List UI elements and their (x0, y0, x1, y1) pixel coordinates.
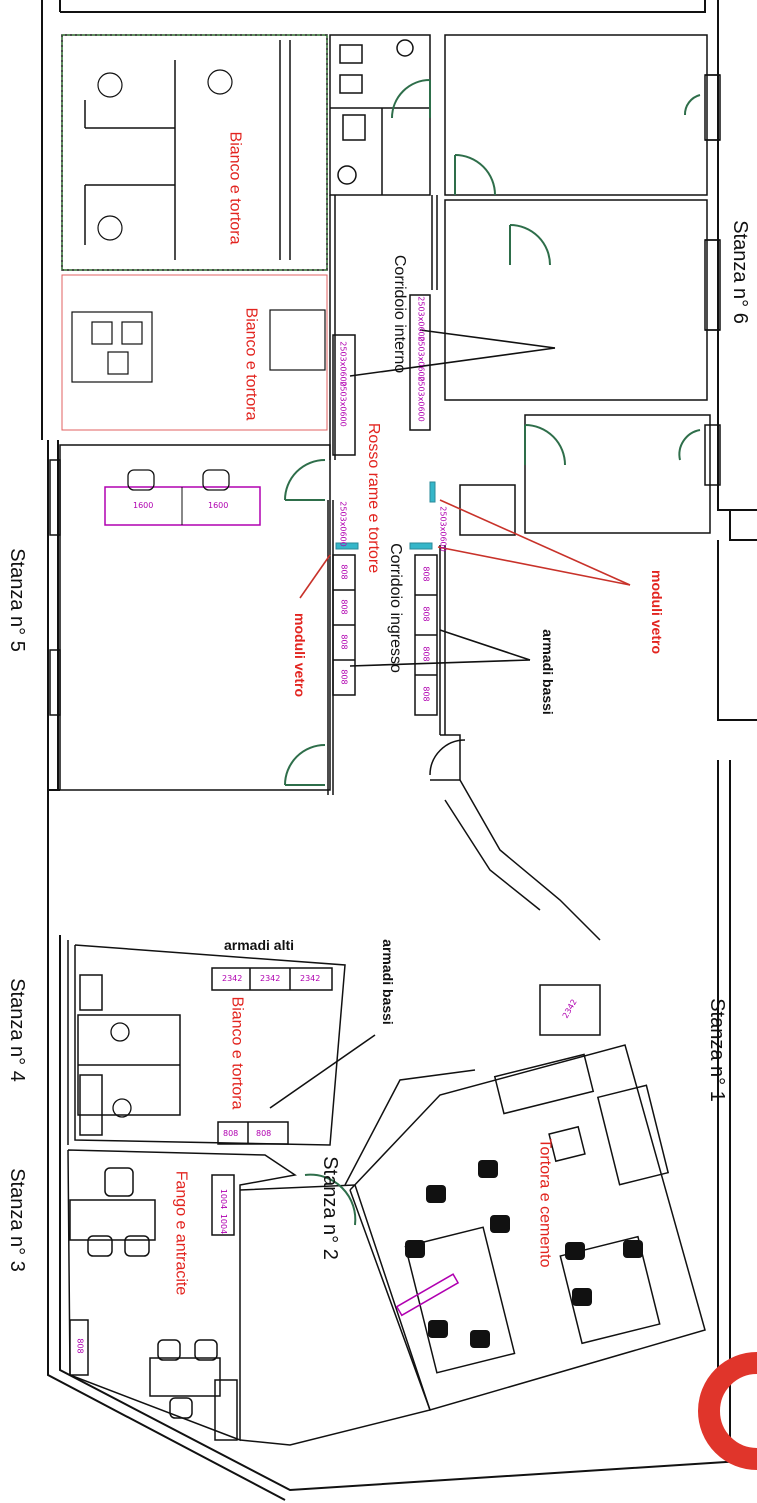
room-4-chairs (110, 1022, 132, 1118)
tall-cabinet-label-1: 2342 (222, 974, 243, 983)
interno-cabinet-label-6: 2503x0600 (338, 501, 348, 547)
room-6 (444, 34, 721, 536)
interno-cabinet-label-2: 2503x0600 (416, 336, 426, 382)
room-5-label: Stanza n° 5 (5, 548, 28, 652)
corridor-interno-cabinets (332, 294, 431, 456)
red-arc-logo-icon (698, 1352, 757, 1470)
top-left-office (61, 34, 328, 431)
desk-label-a: 1600 (133, 501, 154, 510)
room-5-desks (104, 469, 261, 526)
workstations-top (71, 309, 326, 383)
room-2-label: Stanza n° 2 (318, 1156, 341, 1260)
corridor-cabinet-label-5: 808 (421, 566, 431, 582)
annotation-moduli-vetro-left: moduli vetro (292, 612, 309, 698)
finish-label-top-1: Bianco e tortora (226, 131, 244, 245)
room-1-bench (395, 1273, 460, 1317)
leader-lines-red (299, 499, 631, 599)
interno-cabinet-label-7: 2503x0600 (438, 506, 448, 552)
room-5-doors (284, 459, 326, 786)
finish-label-room-1: Tortora e cemento (536, 1138, 554, 1268)
corridor-cabinet-label-1: 808 (339, 564, 349, 580)
room-6-label: Stanza n° 6 (728, 220, 751, 324)
finish-label-top-2: Bianco e tortora (242, 307, 260, 421)
room-1-chairs (405, 1160, 643, 1348)
corridor-cabinet-label-2: 808 (339, 599, 349, 615)
room-1-label: Stanza n° 1 (705, 998, 728, 1102)
annotation-armadi-bassi-room4: armadi bassi (379, 939, 396, 1025)
low-cabinet-label-3b: 1004 (219, 1213, 229, 1235)
interno-cabinet-label-5: 2503x0600 (338, 381, 348, 427)
office-chairs-top (97, 69, 233, 241)
corridor-interno-walls (329, 195, 438, 460)
annotation-armadi-alti: armadi alti (224, 937, 295, 953)
room-1 (344, 984, 706, 1411)
annotation-moduli-vetro-right: moduli vetro (649, 569, 666, 655)
glass-modules (335, 481, 436, 550)
finish-label-room-3: Fango e antracite (172, 1170, 190, 1296)
interno-cabinet-label-4: 2503x0600 (338, 341, 348, 387)
corridor-cabinet-label-3: 808 (339, 634, 349, 650)
corridor-ingresso-door (429, 739, 466, 776)
room-3 (67, 1149, 297, 1442)
finish-label-room-4: Bianco e tortora (228, 996, 246, 1110)
tall-cabinet-label-2: 2342 (260, 974, 281, 983)
room-2-door (304, 1173, 357, 1226)
room-4-label: Stanza n° 4 (5, 978, 28, 1082)
annotation-armadi-bassi-center: armadi bassi (539, 629, 556, 715)
corridor-ingresso-label: Corridoio ingresso (386, 543, 404, 673)
corridor-ingresso (327, 500, 601, 941)
corridor-cabinet-label-4: 808 (339, 669, 349, 685)
low-cabinet-label-3c: 808 (75, 1338, 85, 1354)
corridor-cabinet-label-7: 808 (421, 646, 431, 662)
tall-cabinet-label-3: 2342 (300, 974, 321, 983)
interno-cabinet-label-3: 2503x0600 (416, 376, 426, 422)
corridor-cabinet-label-6: 808 (421, 606, 431, 622)
low-cabinet-label-3a: 1004 (219, 1188, 229, 1210)
room-6-doors (391, 79, 701, 466)
outer-walls (41, 0, 757, 1501)
bathroom (329, 34, 431, 196)
leader-lines-black (269, 329, 556, 1109)
room-5 (49, 444, 331, 791)
low-cabinet-label-4b: 808 (256, 1129, 272, 1138)
desk-label-b: 1600 (208, 501, 229, 510)
low-cabinet-label-4a: 808 (223, 1129, 239, 1138)
room-3-label: Stanza n° 3 (5, 1168, 28, 1272)
corridor-cabinet-label-8: 808 (421, 686, 431, 702)
finish-label-corridor: Rosso rame e tortore (365, 422, 383, 574)
room-4 (67, 940, 346, 1146)
interno-cabinet-label-1: 2503x0600 (416, 296, 426, 342)
corridor-interno-label: Corridoio interno (391, 254, 409, 374)
